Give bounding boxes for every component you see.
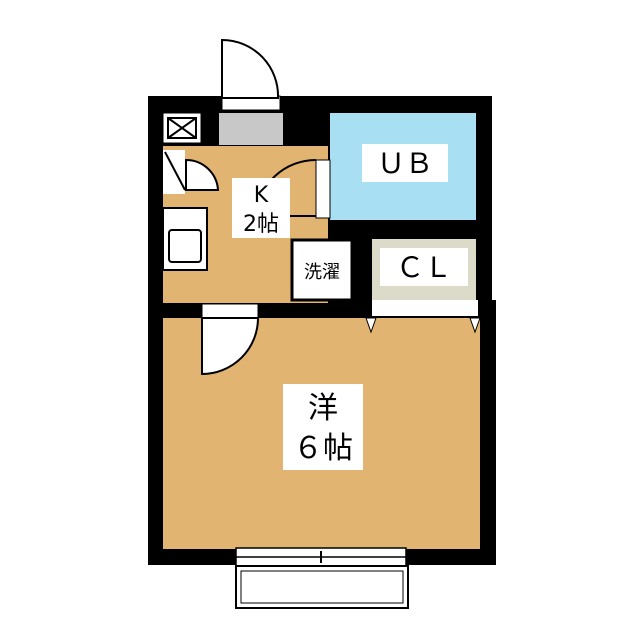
washer-label: 洗濯 bbox=[304, 262, 340, 283]
kitchen-sink bbox=[162, 207, 208, 271]
western-size: ６帖 bbox=[293, 431, 353, 466]
closet-door-marker-right bbox=[469, 317, 481, 334]
balcony-window bbox=[235, 547, 407, 567]
kitchen-name: K bbox=[254, 183, 269, 208]
washer-box bbox=[290, 238, 354, 302]
entrance-step bbox=[219, 113, 283, 145]
closet-label-bg bbox=[380, 248, 468, 286]
closet-door-marker-left bbox=[365, 317, 377, 334]
western-name: 洋 bbox=[308, 391, 338, 426]
entrance-door bbox=[219, 38, 283, 145]
closet-rail bbox=[372, 300, 478, 316]
storage-door-icon bbox=[163, 150, 220, 194]
meter-box-icon bbox=[163, 113, 201, 143]
bath-label-bg bbox=[362, 144, 448, 182]
western-label-bg bbox=[283, 384, 363, 470]
balcony bbox=[235, 565, 409, 609]
western-room-door bbox=[201, 303, 260, 376]
closet-name: ＣＬ bbox=[396, 251, 452, 284]
kitchen-size: 2帖 bbox=[243, 212, 279, 237]
balcony-inner bbox=[240, 570, 404, 604]
bath-name: ＵＢ bbox=[377, 147, 433, 180]
kitchen-label-bg bbox=[232, 178, 290, 238]
